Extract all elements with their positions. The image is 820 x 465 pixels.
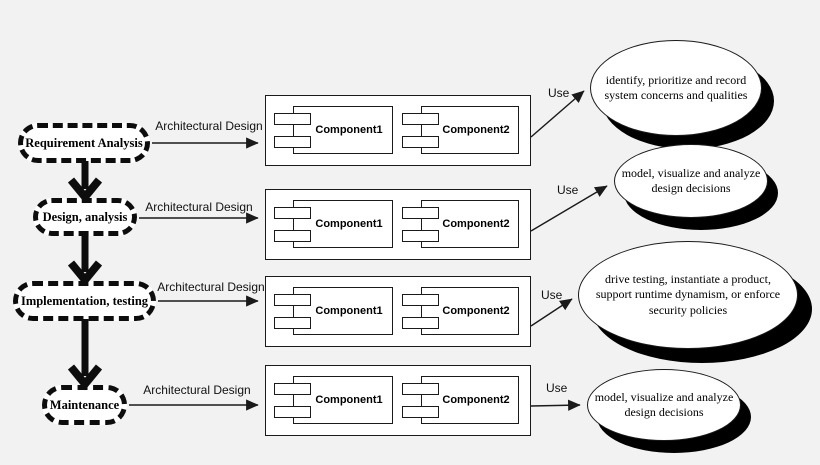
flow-arrow-2 (67, 234, 103, 287)
flow-arrow-1 (67, 161, 103, 204)
use-arrow-4 (530, 399, 581, 411)
phase-label: Requirement Analysis (25, 135, 143, 150)
activity-ellipse-design: model, visualize and analyze design deci… (614, 144, 768, 218)
component-port-icon (274, 136, 311, 148)
use-arrow-3 (530, 298, 573, 327)
uml-component: Component1 (274, 106, 393, 154)
use-label-row3: Use (541, 288, 563, 302)
component-box-row2: Component1 Component2 (265, 189, 531, 260)
phase-label: Implementation, testing (20, 293, 149, 308)
phase-node-design-analysis: Design, analysis (33, 198, 137, 236)
phase-node-requirement-analysis: Requirement Analysis (18, 123, 150, 163)
activity-ellipse-implementation: drive testing, instantiate a product, su… (578, 241, 798, 349)
activity-text: identify, prioritize and record system c… (604, 72, 748, 102)
component-port-icon (274, 317, 311, 329)
uml-component: Component1 (274, 200, 393, 248)
activity-text: model, visualize and analyze design deci… (594, 389, 734, 419)
component-port-icon (402, 207, 439, 219)
uml-component: Component2 (402, 287, 519, 335)
phase-label: Maintenance (49, 397, 120, 412)
activity-text: model, visualize and analyze design deci… (621, 165, 761, 195)
arch-design-label-row2: Architectural Design (145, 200, 253, 214)
component-port-icon (402, 383, 439, 395)
use-label-row1: Use (548, 86, 570, 100)
component-port-icon (402, 136, 439, 148)
component-port-icon (274, 294, 311, 306)
uml-component: Component1 (274, 376, 393, 424)
component-port-icon (274, 230, 311, 242)
use-label-row2: Use (557, 183, 579, 197)
arch-design-label-row3: Architectural Design (157, 280, 265, 294)
flow-arrow-3 (67, 319, 103, 391)
arch-design-label-row4: Architectural Design (143, 383, 251, 397)
component-port-icon (274, 113, 311, 125)
component-box-row3: Component1 Component2 (265, 276, 531, 347)
component-box-row1: Component1 Component2 (265, 95, 531, 166)
use-label-row4: Use (546, 381, 568, 395)
component-port-icon (402, 294, 439, 306)
phase-node-maintenance: Maintenance (42, 385, 127, 425)
component-port-icon (274, 207, 311, 219)
component-port-icon (274, 383, 311, 395)
component-label: Component2 (442, 124, 510, 136)
component-port-icon (402, 406, 439, 418)
component-box-row4: Component1 Component2 (265, 365, 531, 436)
component-label: Component2 (442, 394, 510, 406)
phase-label: Design, analysis (42, 209, 128, 224)
component-port-icon (402, 317, 439, 329)
component-port-icon (402, 230, 439, 242)
uml-component: Component2 (402, 106, 519, 154)
arch-design-label-row1: Architectural Design (155, 119, 263, 133)
component-port-icon (274, 406, 311, 418)
activity-ellipse-requirements: identify, prioritize and record system c… (590, 40, 762, 136)
activity-text: drive testing, instantiate a product, su… (595, 271, 781, 317)
activity-ellipse-maintenance: model, visualize and analyze design deci… (587, 369, 741, 441)
phase-node-implementation-testing: Implementation, testing (13, 281, 156, 321)
uml-component: Component2 (402, 376, 519, 424)
uml-component: Component2 (402, 200, 519, 248)
component-label: Component1 (315, 394, 383, 406)
component-label: Component1 (315, 218, 383, 230)
component-label: Component2 (442, 305, 510, 317)
component-label: Component2 (442, 218, 510, 230)
component-label: Component1 (315, 124, 383, 136)
component-label: Component1 (315, 305, 383, 317)
component-port-icon (402, 113, 439, 125)
uml-component: Component1 (274, 287, 393, 335)
